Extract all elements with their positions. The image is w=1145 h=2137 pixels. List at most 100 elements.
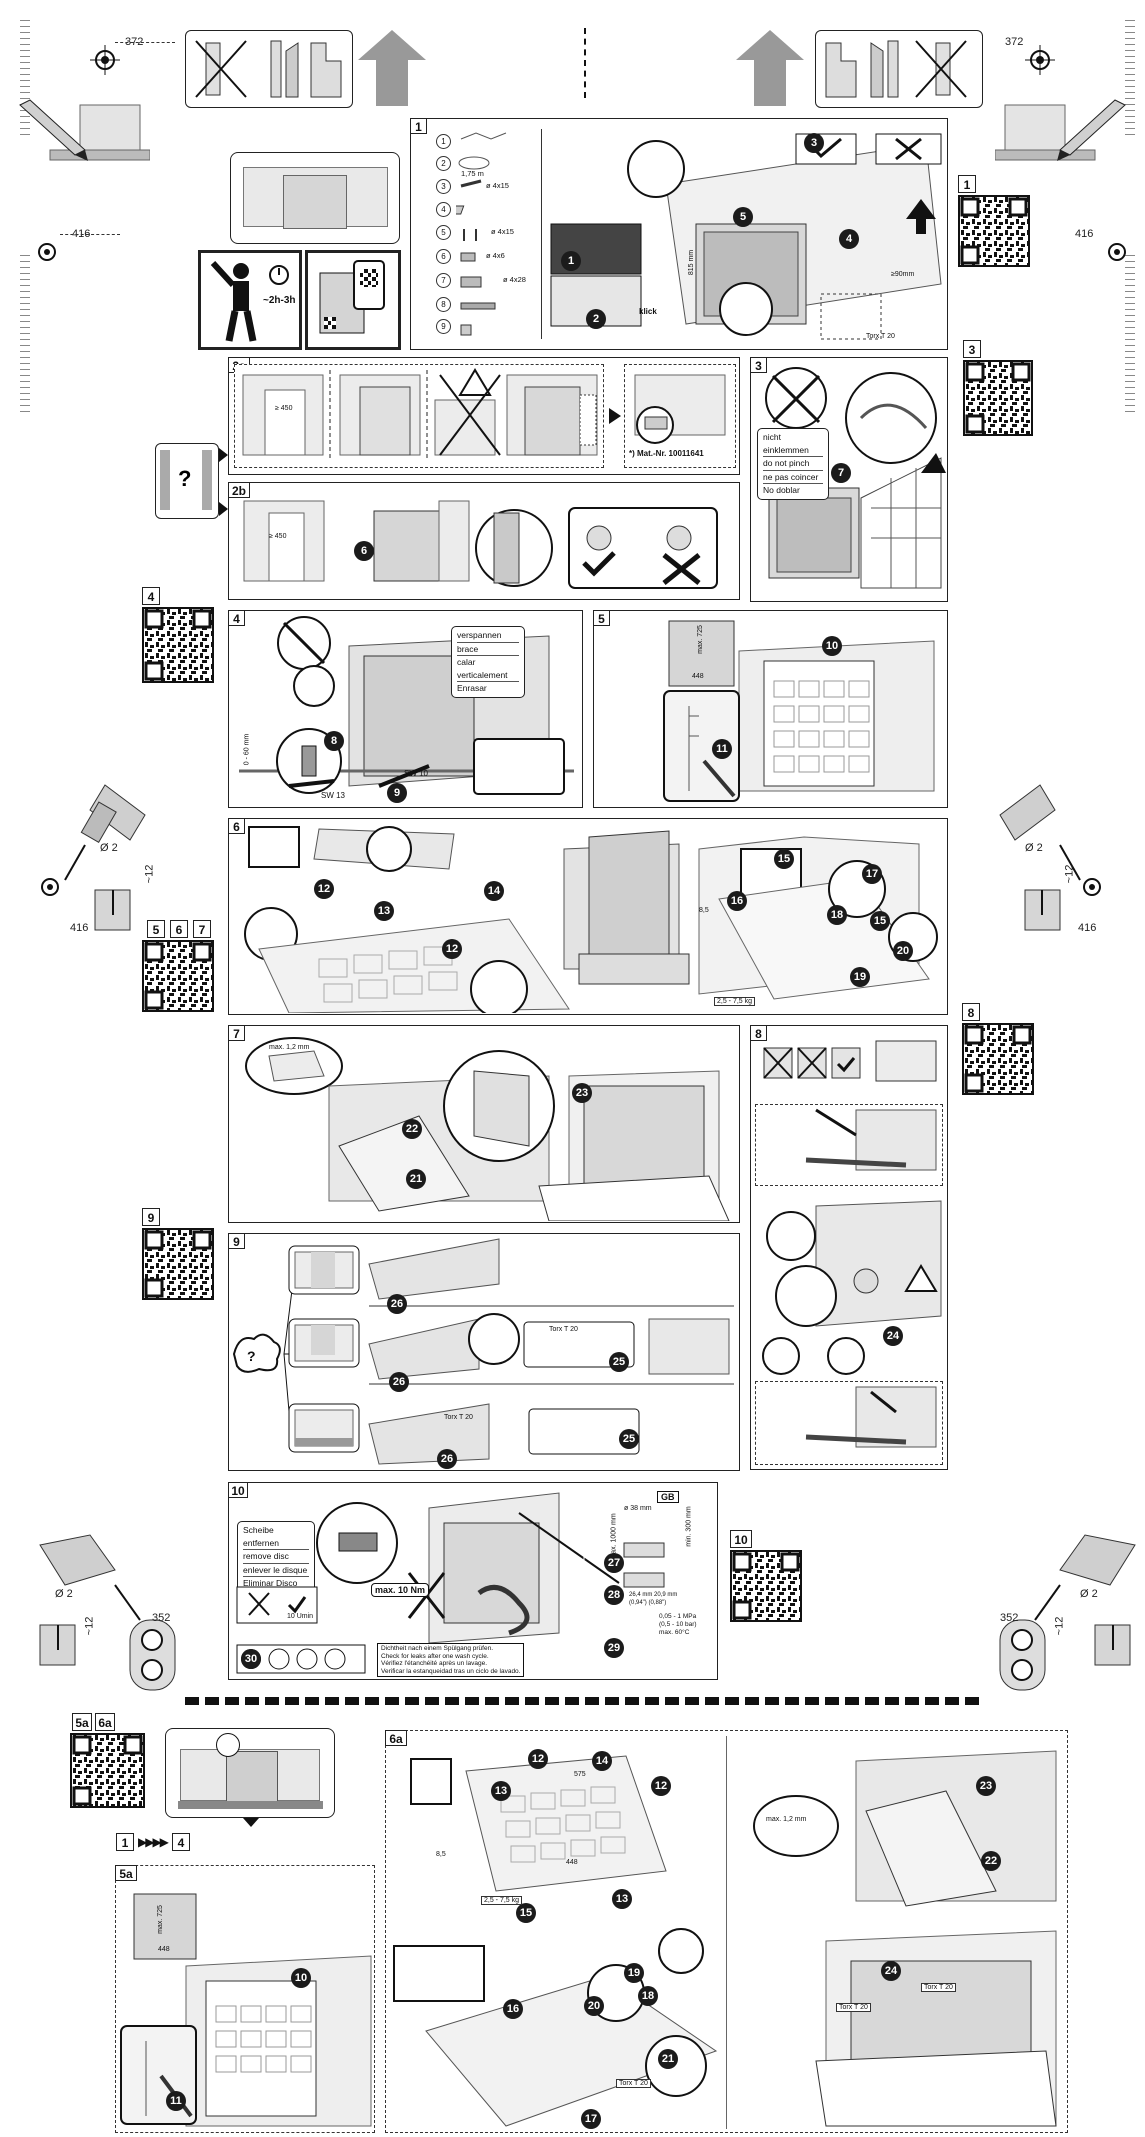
niche-check-area: ≥ 450 (234, 364, 604, 468)
pencil-mark-illustration (19, 99, 150, 161)
center-line (584, 28, 586, 98)
thread-2: (0,94") (629, 1600, 647, 1606)
crosshair-icon (90, 45, 120, 75)
qr-code-9[interactable] (142, 1228, 214, 1300)
panel-step-5: 5 max. 725 448 10 11 (593, 610, 948, 808)
step-badge: 2 (586, 309, 606, 329)
qr-label: 6 (170, 920, 188, 938)
arrow-right-icon (609, 408, 621, 424)
door-hang-illustration (245, 1037, 730, 1222)
step-badge: 20 (893, 941, 913, 961)
qr-label: 7 (193, 920, 211, 938)
step-badge: 24 (881, 1961, 901, 1981)
qr-label: 1 (958, 175, 976, 193)
step-badge: 12 (651, 1776, 671, 1796)
disc-label-de: Scheibe entfernen (243, 1524, 309, 1550)
dishwasher-front (283, 175, 347, 229)
step-badge: 17 (581, 2109, 601, 2129)
part-number: 9 (436, 319, 451, 334)
wrench-sw10: SW 10 (404, 769, 429, 778)
max-gap-6a: max. 1,2 mm (766, 1816, 807, 1823)
hinge-adjust-illustration (805, 1108, 937, 1171)
door-alignment-checks (763, 1040, 937, 1082)
dim-line (60, 234, 120, 235)
arrow-right-icon (219, 448, 228, 462)
brace-label-de: verspannen (457, 629, 519, 643)
panel-number: 9 (228, 1233, 245, 1249)
adjust-step-bottom (755, 1381, 943, 1465)
weight-range: 2,5 - 7,5 kg (714, 997, 756, 1006)
panel-number: 5a (115, 1865, 137, 1881)
left-ruler (20, 20, 30, 140)
dim-416-right: 416 (1075, 228, 1094, 240)
qr-code-10[interactable] (730, 1550, 802, 1622)
qr-code-1[interactable] (958, 195, 1030, 267)
step-badge: 19 (850, 967, 870, 987)
dim-line (115, 42, 175, 43)
plinth (178, 1801, 323, 1809)
up-arrow-stem-right (754, 60, 786, 106)
part-number: 8 (436, 297, 451, 312)
dim-8-5: 8,5 (699, 907, 709, 914)
step-badge: 27 (604, 1553, 624, 1573)
qr-label: 8 (962, 1003, 980, 1021)
cabinet-edge-illustration (195, 40, 342, 98)
qr-code-4[interactable] (142, 607, 214, 683)
qr-code-567[interactable] (142, 940, 214, 1012)
step-badge: 12 (442, 939, 462, 959)
material-number: *) Mat.-Nr. 10011641 (629, 449, 704, 458)
qr-label: 10 (730, 1530, 752, 1548)
screw-size-4: ø 4x28 (503, 275, 526, 284)
leak-check-es: Verificar la estanqueidad tras un ciclo … (381, 1667, 521, 1675)
step-to: 4 (172, 1833, 190, 1851)
qr-code-8[interactable] (962, 1023, 1034, 1095)
part-number: 2 (436, 156, 451, 171)
step-badge: 23 (572, 1083, 592, 1103)
torx-label-9: Torx T 20 (549, 1326, 578, 1333)
outlet-diameter: ø 38 mm (624, 1505, 652, 1512)
torx-6a-2: Torx T 20 (921, 1983, 956, 1992)
pressure-spec: 0,05 - 1 MPa (0,5 - 10 bar) max. 60°C (659, 1613, 697, 1637)
step-badge: 13 (374, 901, 394, 921)
max-gap: max. 1,2 mm (269, 1044, 310, 1051)
up-arrow-icon-right (736, 30, 804, 60)
panel-number: 5 (593, 610, 610, 626)
qr-code-3[interactable] (963, 360, 1033, 436)
right-ruler-2 (1125, 255, 1135, 415)
qr-label: 4 (142, 587, 160, 605)
step-badge: 24 (883, 1326, 903, 1346)
brace-label-fr: calar verticalement (457, 656, 519, 682)
disc-label-es: Eliminar Disco (243, 1578, 298, 1588)
qr-label: 5 (147, 920, 165, 938)
panel-step-10: 10 Scheibe entfernen remove disc enlever… (228, 1482, 718, 1680)
part-number: 6 (436, 249, 451, 264)
height-label: 815 mm (688, 249, 696, 276)
drill-illustration-right (999, 784, 1101, 931)
step-badge: 21 (658, 2049, 678, 2069)
qr-label: 5a (72, 1713, 92, 1731)
thread-1: 26,4 mm (629, 1592, 653, 1598)
leak-check-note: Dichtheit nach einem Spülgang prüfen. Ch… (377, 1643, 525, 1677)
drill-illustration-left (41, 784, 146, 931)
panel-top-left-wrong (185, 30, 353, 108)
torx-label-9b: Torx T 20 (444, 1414, 473, 1421)
brace-label-es: Enrasar (457, 683, 487, 693)
dishwasher-mount-illustration (550, 133, 942, 340)
panel-top-right-wrong (815, 30, 983, 108)
click-label: klick (639, 307, 657, 316)
step-badge: 9 (387, 783, 407, 803)
panel-number: 10 (228, 1482, 248, 1498)
dim-416-lower-left: 416 (70, 922, 89, 934)
crosshair-icon (38, 243, 56, 261)
drill-depth-bottom-right: ~12 (1053, 1616, 1066, 1636)
step-badge: 12 (528, 1749, 548, 1769)
brace-label-box: verspannen brace calar verticalement Enr… (451, 626, 525, 698)
thread-4: (0,88") (648, 1600, 667, 1606)
qr-code-5a6a[interactable] (70, 1733, 145, 1808)
divider (541, 129, 542, 339)
up-arrow-icon (358, 30, 426, 60)
brace-label-en: brace (457, 643, 519, 656)
screw-size-2: ø 4x15 (491, 227, 514, 236)
right-ruler (1125, 20, 1135, 140)
plinth-options-illustration (232, 1238, 734, 1465)
